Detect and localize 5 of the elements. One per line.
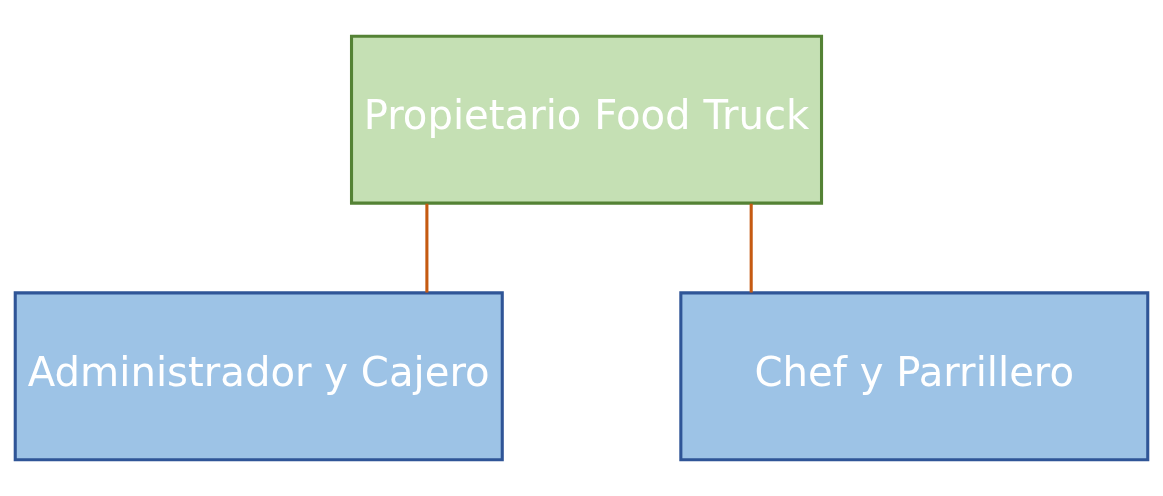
node-box: Chef y Parrillero bbox=[679, 291, 1150, 462]
connector bbox=[749, 203, 753, 293]
node-box: Administrador y Cajero bbox=[13, 291, 504, 462]
connector bbox=[425, 203, 429, 293]
node-box: Propietario Food Truck bbox=[349, 34, 824, 205]
